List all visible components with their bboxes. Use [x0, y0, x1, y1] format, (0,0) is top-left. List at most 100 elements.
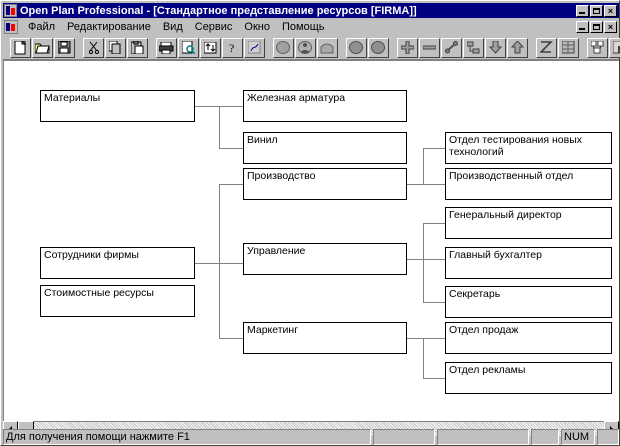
- diagram-node-label: Управление: [247, 245, 306, 257]
- diagram-connector: [423, 302, 445, 303]
- menu-item-tools[interactable]: Сервис: [194, 21, 233, 33]
- diagram-connector: [407, 338, 445, 339]
- diagram-connector: [423, 223, 424, 302]
- diagram-node-gl-buhgalter[interactable]: Главный бухгалтер: [445, 247, 612, 279]
- diagram-node-label: Производственный отдел: [449, 170, 574, 182]
- diagram-node-marketing[interactable]: Маркетинг: [243, 322, 407, 354]
- move-up-icon[interactable]: [507, 37, 528, 58]
- menu-item-window[interactable]: Окно: [244, 21, 270, 33]
- diagram-node-proizv-otdel[interactable]: Производственный отдел: [445, 168, 612, 200]
- diagram-node-label: Главный бухгалтер: [449, 249, 542, 261]
- remove-minus-icon[interactable]: [419, 37, 440, 58]
- status-pane-2: [437, 429, 529, 445]
- zoom-region-icon[interactable]: [609, 37, 620, 58]
- diagram-node-label: Отдел продаж: [449, 324, 519, 336]
- diagram-node-label: Секретарь: [449, 288, 501, 300]
- add-plus-icon[interactable]: [397, 37, 418, 58]
- diagram-connector: [423, 148, 445, 149]
- window-controls: ×: [576, 4, 617, 17]
- diagram-node-proizvodstvo[interactable]: Производство: [243, 168, 407, 200]
- app-icon: [4, 4, 17, 17]
- diagram-node-label: Производство: [247, 170, 316, 182]
- diagram-connector: [407, 259, 445, 260]
- diagram-connector: [423, 338, 424, 378]
- diagram-node-sotrudniki[interactable]: Сотрудники фирмы: [40, 247, 195, 279]
- menu-item-help[interactable]: Помощь: [281, 21, 325, 33]
- diagram-connector: [423, 223, 445, 224]
- diagram-node-zhelezo[interactable]: Железная арматура: [243, 90, 407, 122]
- copy-icon[interactable]: [105, 37, 126, 58]
- resource-circle-icon[interactable]: [273, 37, 294, 58]
- diagram-node-upravlenie[interactable]: Управление: [243, 243, 407, 275]
- menu-item-file[interactable]: Файл: [28, 21, 56, 33]
- close-icon: ×: [607, 5, 614, 16]
- resource-person-icon[interactable]: [295, 37, 316, 58]
- diagram-connector: [219, 338, 243, 339]
- status-bar: Для получения помощи нажмите F1 NUM: [3, 429, 619, 445]
- open-folder-icon[interactable]: [32, 37, 53, 58]
- menu-item-view[interactable]: Вид: [162, 21, 183, 33]
- filled-circle-alt-icon[interactable]: [368, 37, 389, 58]
- diagram-node-sekretar[interactable]: Секретарь: [445, 286, 612, 318]
- diagram-connector: [219, 184, 220, 338]
- mdi-minimize-button[interactable]: [576, 21, 589, 33]
- diagram-node-label: Отдел тестирования новых технологий: [449, 134, 583, 158]
- diagram-connector: [407, 184, 445, 185]
- status-num-indicator: NUM: [561, 429, 595, 445]
- minimize-button[interactable]: [576, 4, 589, 17]
- find-icon[interactable]: [244, 37, 265, 58]
- diagram-node-vinil[interactable]: Винил: [243, 132, 407, 164]
- mdi-close-button[interactable]: ×: [604, 21, 617, 33]
- mdi-restore-button[interactable]: [590, 21, 603, 33]
- cut-scissors-icon[interactable]: [83, 37, 104, 58]
- status-message: Для получения помощи нажмите F1: [3, 429, 371, 445]
- diagram-node-label: Маркетинг: [247, 324, 299, 336]
- window-title: Open Plan Professional - [Стандартное пр…: [20, 4, 417, 17]
- menu-item-edit[interactable]: Редактирование: [67, 21, 151, 33]
- document-icon[interactable]: [4, 20, 18, 34]
- resource-shape-icon[interactable]: [317, 37, 338, 58]
- mdi-close-icon: ×: [607, 22, 614, 32]
- diagram-connector: [219, 106, 220, 148]
- print-icon[interactable]: [156, 37, 177, 58]
- status-pane-5: [597, 429, 619, 445]
- save-disk-icon[interactable]: [54, 37, 75, 58]
- diagram-node-label: Материалы: [44, 92, 101, 104]
- menu-bar: Файл Редактирование Вид Сервис Окно Помо…: [3, 19, 619, 35]
- sort-icon[interactable]: [200, 37, 221, 58]
- diagram-node-label: Отдел рекламы: [449, 364, 526, 376]
- move-down-icon[interactable]: [485, 37, 506, 58]
- status-pane-1: [373, 429, 435, 445]
- diagram-node-label: Сотрудники фирмы: [44, 249, 139, 261]
- print-preview-icon[interactable]: [178, 37, 199, 58]
- title-bar: Open Plan Professional - [Стандартное пр…: [3, 3, 619, 18]
- link-icon[interactable]: [441, 37, 462, 58]
- diagram-node-materialy[interactable]: Материалы: [40, 90, 195, 122]
- new-file-icon[interactable]: [10, 37, 31, 58]
- diagram-node-label: Стоимостные ресурсы: [44, 287, 154, 299]
- close-button[interactable]: ×: [604, 4, 617, 17]
- diagram-node-otdel-reklamy[interactable]: Отдел рекламы: [445, 362, 612, 394]
- maximize-button[interactable]: [590, 4, 603, 17]
- zigzag-icon[interactable]: [536, 37, 557, 58]
- toolbar: ?: [3, 36, 620, 60]
- diagram-connector: [219, 148, 243, 149]
- layout-icon[interactable]: [587, 37, 608, 58]
- filled-circle-icon[interactable]: [346, 37, 367, 58]
- diagram-node-label: Железная арматура: [247, 92, 346, 104]
- diagram-node-stoimostnye[interactable]: Стоимостные ресурсы: [40, 285, 195, 317]
- indent-icon[interactable]: [463, 37, 484, 58]
- diagram-node-label: Генеральный директор: [449, 209, 562, 221]
- diagram-node-gen-direktor[interactable]: Генеральный директор: [445, 207, 612, 239]
- help-question-icon[interactable]: ?: [222, 37, 243, 58]
- diagram-node-otdel-test[interactable]: Отдел тестирования новых технологий: [445, 132, 612, 164]
- status-pane-3: [531, 429, 559, 445]
- diagram-connector: [423, 148, 424, 184]
- grid-view-icon[interactable]: [558, 37, 579, 58]
- paste-icon[interactable]: [127, 37, 148, 58]
- diagram-node-otdel-prodazh[interactable]: Отдел продаж: [445, 322, 612, 354]
- diagram-node-label: Винил: [247, 134, 278, 146]
